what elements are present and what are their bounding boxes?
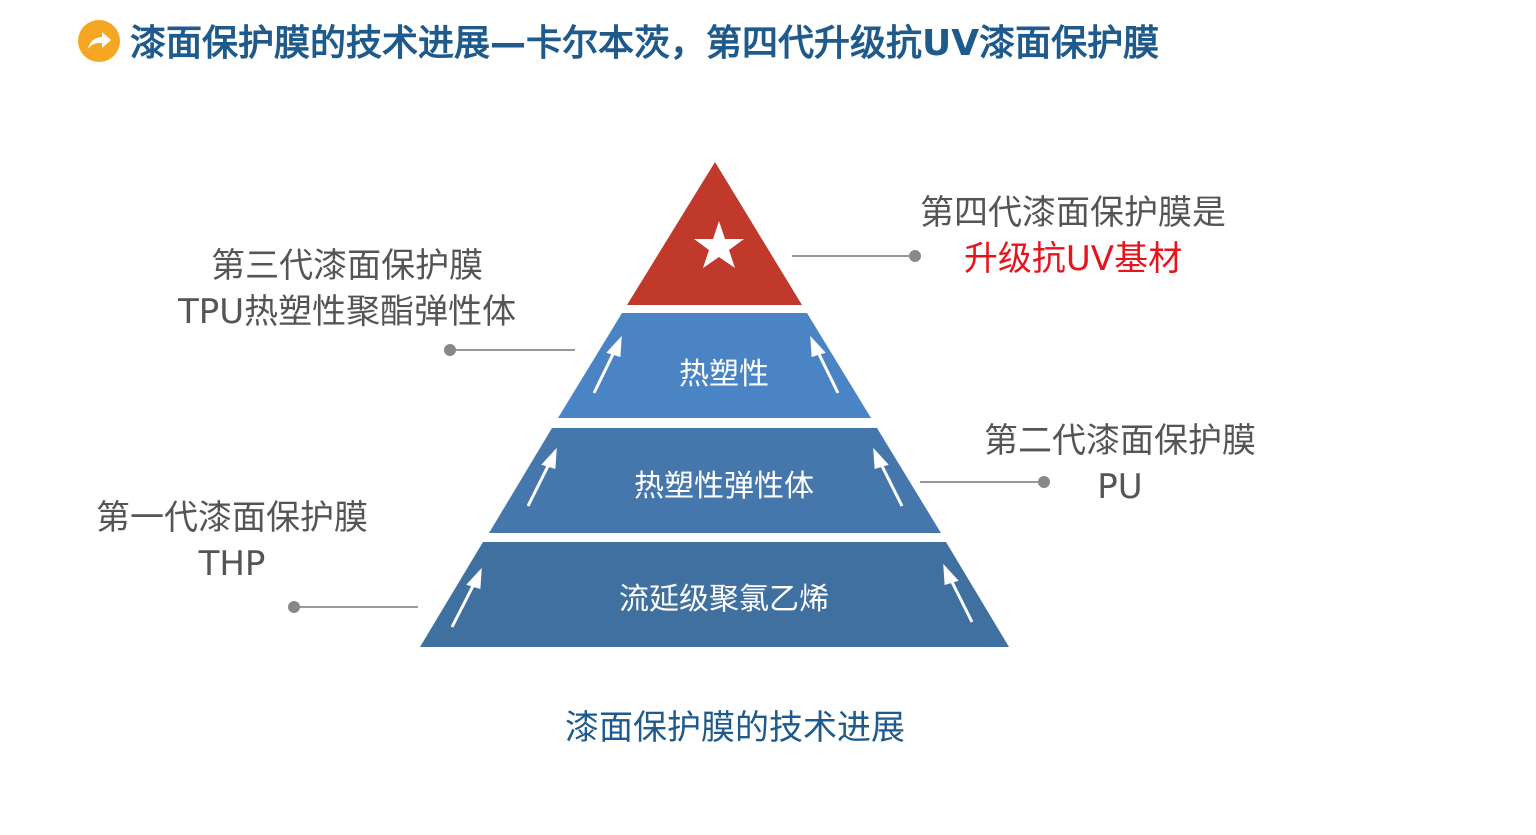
page-title: 漆面保护膜的技术进展—卡尔本茨，第四代升级抗UV漆面保护膜 [130, 23, 1160, 64]
gen4-line1: 第四代漆面保护膜是 [920, 193, 1226, 233]
gen3-label: 第三代漆面保护膜 TPU热塑性聚酯弹性体 [178, 243, 516, 335]
layer-label-pvc: 流延级聚氯乙烯 [619, 582, 829, 617]
gen4-label: 第四代漆面保护膜是 升级抗UV基材 [920, 190, 1226, 282]
diagram-caption: 漆面保护膜的技术进展 [565, 708, 905, 748]
star-icon [694, 221, 744, 268]
layer-label-thermoplastic: 热塑性 [679, 357, 769, 392]
arrow-icons [450, 335, 974, 628]
gen3-line1: 第三代漆面保护膜 [211, 246, 484, 286]
gen4-line2: 升级抗UV基材 [963, 239, 1183, 279]
connector-lines [288, 250, 1050, 613]
pyramid-layer-3 [420, 542, 1009, 647]
gen2-line1: 第二代漆面保护膜 [984, 421, 1256, 461]
gen1-line1: 第一代漆面保护膜 [96, 498, 368, 538]
pyramid-layer-2 [489, 428, 941, 533]
gen1-line2: THP [198, 544, 266, 584]
pyramid-top [627, 162, 802, 305]
layer-label-tpe: 热塑性弹性体 [634, 469, 814, 504]
gen3-line2: TPU热塑性聚酯弹性体 [178, 292, 517, 332]
gen1-label: 第一代漆面保护膜 THP [96, 495, 368, 587]
gen2-label: 第二代漆面保护膜 PU [984, 418, 1256, 510]
pyramid-layer-1 [558, 313, 871, 418]
arrow-right-circle-icon [78, 20, 120, 62]
gen2-line2: PU [1097, 467, 1143, 507]
